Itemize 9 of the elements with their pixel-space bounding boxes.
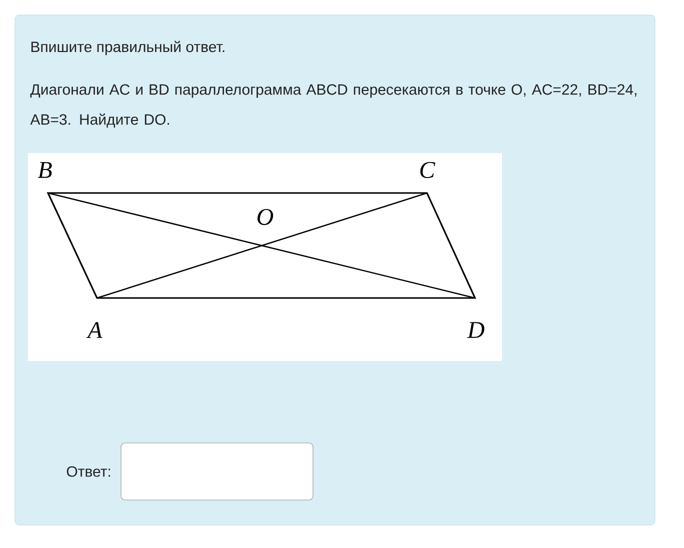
vertex-label: C [420,162,436,178]
answer-label: Ответ: [66,466,110,477]
vertex-label: B [38,162,52,178]
instruction-heading: Впишите правильный ответ. [31,40,224,56]
vertex-label: O [258,208,274,226]
vertex-label: A [86,322,102,338]
problem-text: Диагонали AC и BD параллелограмма ABCD пересекаются в точке O, AC=22, BD=24, AB=3. Найдите DO. [30,84,636,128]
vertex-label: D [467,322,484,338]
answer-field [120,442,314,500]
